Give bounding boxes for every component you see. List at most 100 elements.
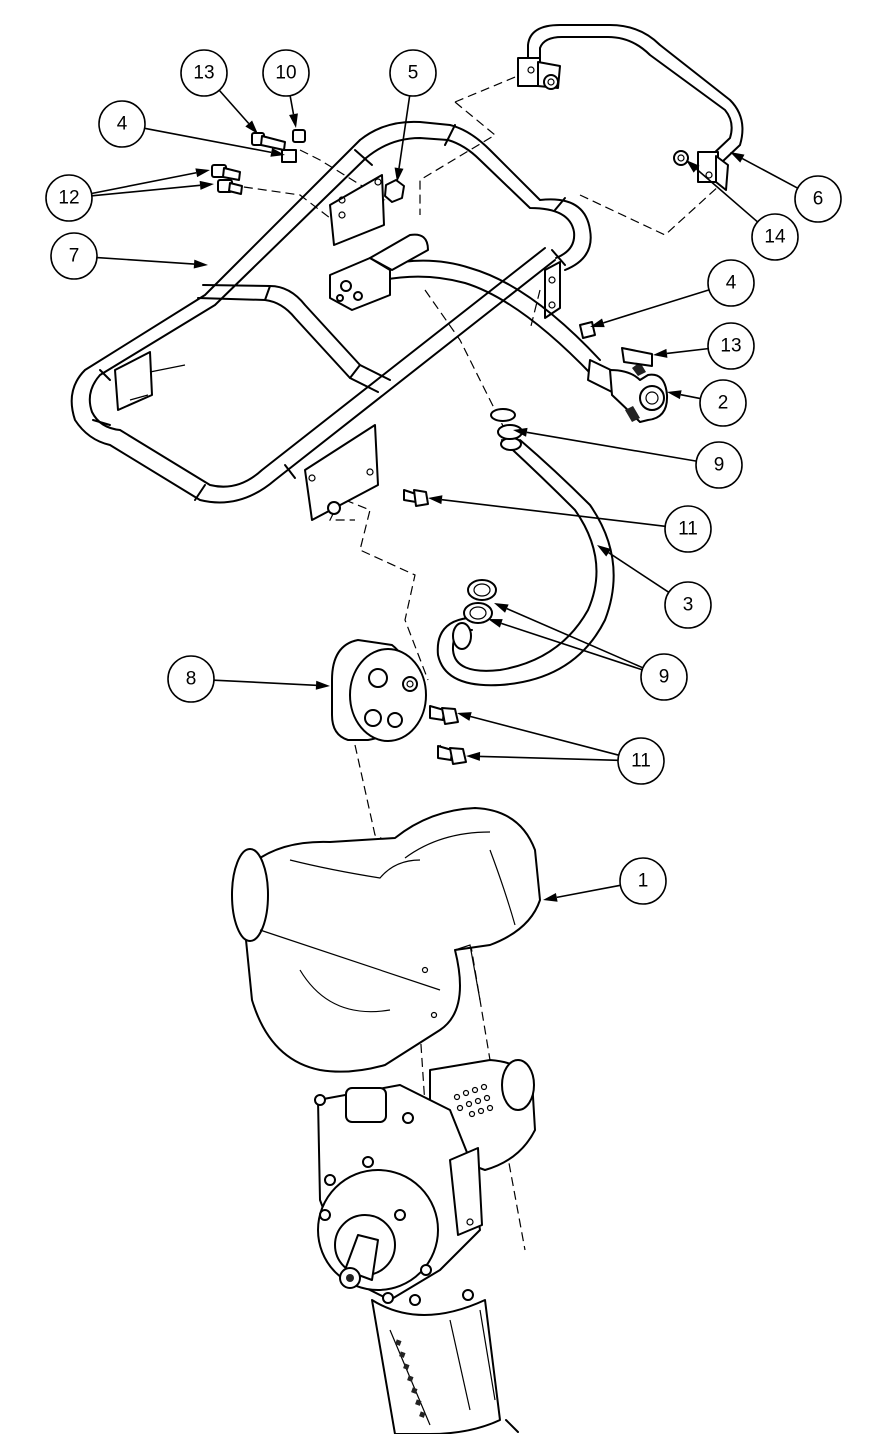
callout-bubble [180,49,228,97]
hose-part-2 [329,233,669,423]
callout-bubble [707,322,755,370]
callout-7: 7 [50,232,208,280]
callout-bubble [699,379,747,427]
callout-4: 4 [98,100,285,157]
leader-arrowhead [488,619,503,628]
callout-3: 3 [597,545,712,629]
leader-line [556,884,621,899]
nut-part-11-b [327,501,341,515]
callout-bubble [167,655,215,703]
leader-arrowhead [428,495,443,505]
hose-part-3 [436,437,615,687]
leader-arrowhead [590,318,605,328]
leader-line [91,171,197,195]
leader-line [603,289,710,324]
callout-bubble [45,174,93,222]
callout-13: 13 [180,49,258,134]
callout-9: 9 [513,427,743,489]
callout-11: 11 [428,495,712,553]
callout-number: 2 [718,393,729,414]
clamp-part-9-d [463,602,493,624]
callout-number: 4 [117,114,128,135]
leader-line [666,347,709,355]
callout-number: 13 [720,336,741,357]
callout-14: 14 [686,160,799,261]
callout-1: 1 [543,857,667,905]
leader-arrowhead [494,603,509,613]
callout-10: 10 [262,49,310,128]
leader-arrowhead [543,892,558,902]
leader-line [218,89,250,125]
leader-arrowhead [270,147,285,157]
bolt-part-11-c [429,705,459,725]
callout-number: 11 [631,751,651,772]
callout-bubble [640,653,688,701]
leader-arrowhead [730,152,745,163]
leader-arrowhead [394,167,404,182]
leader-line [479,755,619,762]
shaft-marking-text [395,1339,426,1418]
callout-number: 14 [764,227,786,248]
clamp-part-9-a [490,408,516,422]
callout-number: 5 [408,63,419,84]
nut-part-14-a [543,74,559,90]
callout-bubble [389,49,437,97]
leader-arrowhead [686,160,700,173]
housing-part-1 [231,807,541,1073]
leader-arrowhead [653,348,668,358]
leader-arrowhead [667,390,682,400]
leader-arrowhead [315,680,330,690]
spacer-part-4-b [579,321,596,339]
callout-number: 12 [58,188,79,209]
leader-line [144,127,272,154]
callout-bubble [794,175,842,223]
nut-part-14-b [673,150,689,166]
callout-number: 4 [726,273,737,294]
leader-line [96,256,195,265]
leader-line [470,715,619,756]
callout-bubble [751,213,799,261]
clamp-part-9-c [467,579,497,601]
leader-arrowhead [513,427,528,437]
leader-arrowhead [193,259,208,269]
leader-line [506,607,644,669]
callout-4: 4 [590,259,755,328]
callout-number: 11 [678,519,698,540]
callout-5: 5 [389,49,437,182]
callout-bubble [664,505,712,553]
callout-bubble [262,49,310,97]
leader-arrowhead [289,113,298,128]
leader-arrowhead [457,712,472,721]
bolt-part-13-a [251,132,286,151]
leader-line [526,431,697,462]
leader-line [680,393,701,400]
bolt-part-11-a [403,489,429,507]
leader-arrowhead [195,168,210,178]
leader-line [608,552,670,594]
callout-number: 10 [275,63,296,84]
callout-bubble [695,441,743,489]
callout-number: 3 [683,595,694,616]
callout-number: 9 [659,667,670,688]
leader-line [696,168,759,223]
callout-bubble [50,232,98,280]
callout-8: 8 [167,655,330,703]
leader-arrowhead [199,180,214,190]
leader-arrowhead [245,120,258,134]
leader-line [289,95,295,115]
callout-12: 12 [45,168,214,222]
bolt-part-11-d [437,745,467,765]
leader-line [398,95,411,169]
callout-bubble [664,581,712,629]
nut-part-5 [384,179,405,203]
callout-11: 11 [457,712,665,785]
callout-6: 6 [730,152,842,223]
callout-number: 8 [186,669,197,690]
callout-9: 9 [488,603,688,701]
callout-number: 6 [813,189,824,210]
callout-bubble [707,259,755,307]
leader-line [741,157,799,189]
